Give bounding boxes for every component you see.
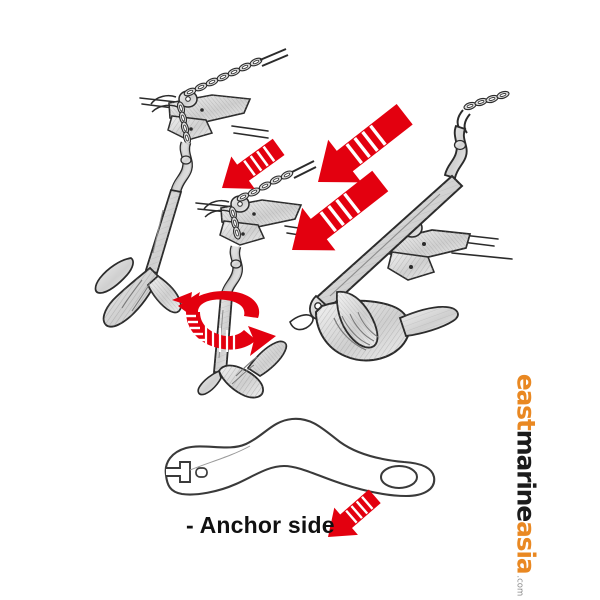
claw-anchor-head-1: [94, 257, 182, 328]
haul-arrow-stage-2: [222, 138, 285, 189]
rotation-arrow: [172, 290, 276, 356]
stage-1-anchor-hanging: [94, 48, 289, 328]
claw-anchor-head-2: [197, 340, 288, 399]
anchor-swivel-shank-detail: [164, 417, 436, 498]
watermark-marine: marine: [511, 429, 541, 521]
watermark-east: east: [511, 373, 541, 430]
stage-2-anchor-rotating: [195, 160, 326, 399]
stage-3-anchor-seated: [289, 89, 513, 362]
anchor-side-arrow: [328, 489, 381, 537]
claw-anchor-head-3: [289, 290, 459, 362]
eastmarineasia-watermark: east marine asia .com: [500, 374, 552, 596]
anchor-side-caption: - Anchor side: [186, 512, 335, 538]
haul-arrow-primary: [318, 104, 413, 183]
haul-arrow-secondary: [292, 170, 389, 251]
watermark-asia: asia: [511, 520, 541, 574]
watermark-com: .com: [514, 575, 525, 597]
